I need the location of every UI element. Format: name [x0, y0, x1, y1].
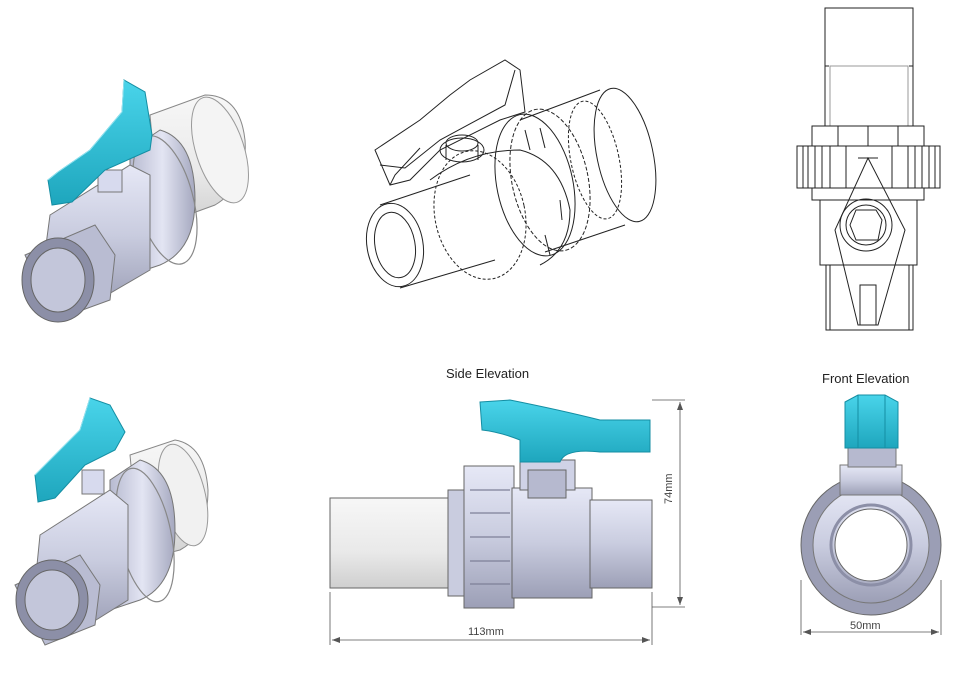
- isometric-view-shaded-top: [21, 79, 249, 323]
- top-view-line-drawing: [796, 7, 941, 331]
- side-elevation-title: Side Elevation: [446, 366, 530, 381]
- isometric-view-wireframe: [365, 59, 657, 289]
- isometric-view-shaded-bottom: [14, 397, 209, 646]
- front-elevation-title: Front Elevation: [822, 371, 910, 386]
- front-width-dimension: 50mm: [850, 620, 881, 632]
- side-width-dimension: 113mm: [468, 626, 504, 638]
- side-elevation-view: [329, 399, 685, 645]
- front-elevation-view: [800, 394, 942, 635]
- side-height-dimension: 74mm: [663, 473, 675, 504]
